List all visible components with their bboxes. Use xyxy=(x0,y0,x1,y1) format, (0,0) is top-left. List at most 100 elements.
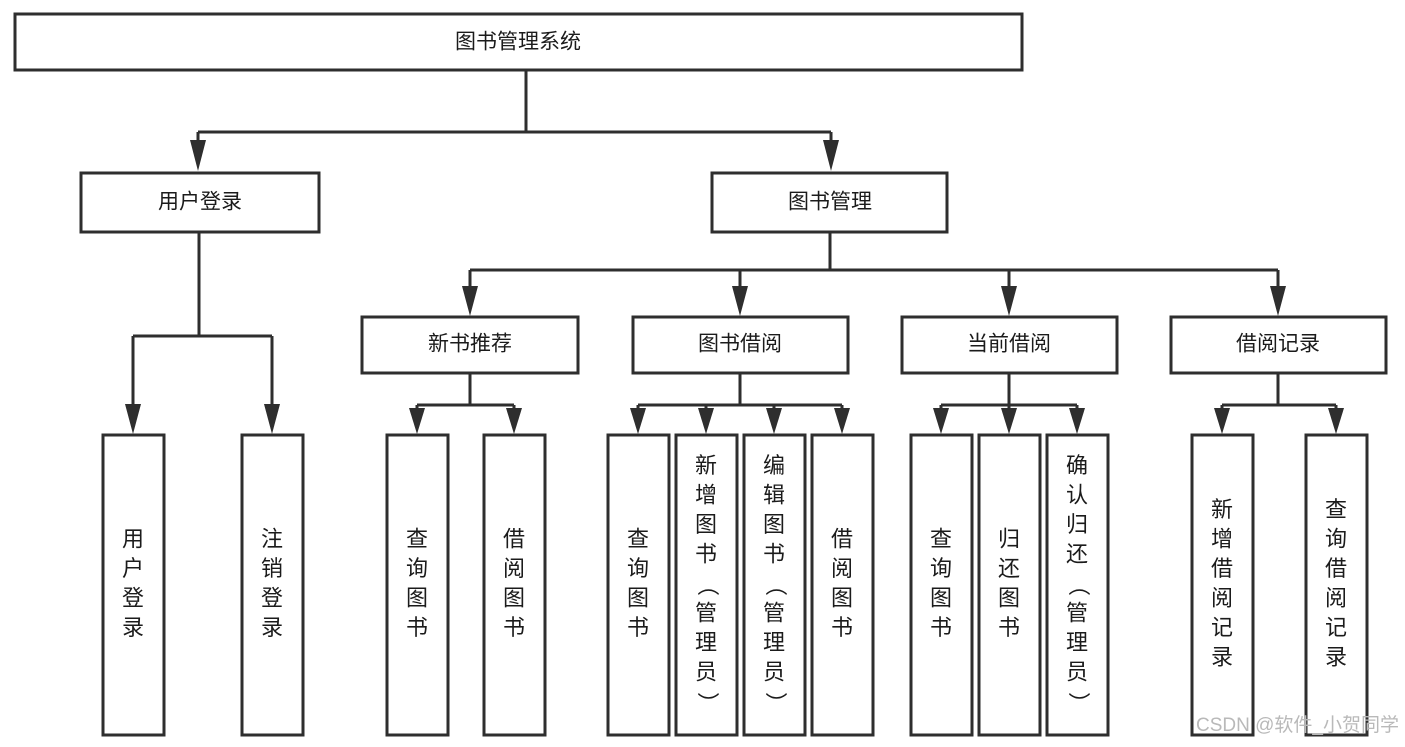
node-user-login[interactable]: 用户登录 xyxy=(79,171,321,234)
node-leaf-query-record-box[interactable] xyxy=(1304,433,1369,737)
vertical-label-char: 借 xyxy=(1325,556,1347,581)
node-leaf-query-book-2-box[interactable] xyxy=(606,433,671,737)
vertical-label-char: 借 xyxy=(831,527,853,552)
arrow-head-leaf-borrow-book-2 xyxy=(834,408,850,434)
node-book-borrow[interactable]: 图书借阅 xyxy=(631,315,850,375)
vertical-label-char: 书 xyxy=(930,615,952,640)
node-leaf-add-book-box[interactable] xyxy=(674,433,739,737)
arrow-head-new-book-recommend xyxy=(462,286,478,316)
vertical-label-char: 书 xyxy=(831,615,853,640)
node-leaf-return-book-box[interactable] xyxy=(977,433,1042,737)
vertical-label-char: 阅 xyxy=(503,556,525,581)
node-leaf-user-login-box[interactable] xyxy=(101,433,166,737)
node-new-book-recommend-label: 新书推荐 xyxy=(428,333,512,356)
vertical-label-char: 归 xyxy=(998,527,1020,552)
vertical-label-char: 阅 xyxy=(831,556,853,581)
node-book-borrow-box[interactable] xyxy=(631,315,850,375)
arrow-head-book-borrow xyxy=(732,286,748,316)
vertical-label-char: 录 xyxy=(1211,645,1233,670)
vertical-label-char: 新 xyxy=(695,453,717,478)
vertical-label-char: 登 xyxy=(261,586,283,611)
node-leaf-query-book-3-box[interactable] xyxy=(909,433,974,737)
vertical-label-char: 查 xyxy=(406,527,428,552)
node-root-box[interactable] xyxy=(13,12,1024,72)
node-borrow-record-label: 借阅记录 xyxy=(1236,333,1320,356)
vertical-label-char: 查 xyxy=(627,527,649,552)
vertical-label-char: 书 xyxy=(406,615,428,640)
vertical-label-char: 员 xyxy=(763,659,785,684)
vertical-label-char: 书 xyxy=(695,541,717,566)
node-leaf-user-login[interactable]: 用户登录 xyxy=(101,433,166,737)
vertical-label-char: 增 xyxy=(1211,527,1233,552)
vertical-label-char: 阅 xyxy=(1325,586,1347,611)
vertical-label-char: 询 xyxy=(627,556,649,581)
vertical-label-char: ） xyxy=(1066,692,1091,714)
arrow-head-leaf-confirm-return xyxy=(1069,408,1085,434)
arrow-head-leaf-query-book-1 xyxy=(409,408,425,434)
node-borrow-record[interactable]: 借阅记录 xyxy=(1169,315,1388,375)
vertical-label-char: 编 xyxy=(763,453,785,478)
vertical-label-char: 新 xyxy=(1211,497,1233,522)
node-current-borrow-box[interactable] xyxy=(900,315,1119,375)
node-leaf-query-book-1-box[interactable] xyxy=(385,433,450,737)
node-book-management-box[interactable] xyxy=(710,171,949,234)
arrow-head-leaf-borrow-book-1 xyxy=(506,408,522,434)
node-leaf-user-logout-box[interactable] xyxy=(240,433,305,737)
vertical-label-char: 理 xyxy=(695,630,717,655)
vertical-label-char: 用 xyxy=(122,527,144,552)
node-leaf-borrow-book-2-box[interactable] xyxy=(810,433,875,737)
node-user-login-label: 用户登录 xyxy=(158,191,242,214)
vertical-label-char: 阅 xyxy=(1211,586,1233,611)
vertical-label-char: 注 xyxy=(261,527,283,552)
vertical-label-char: 录 xyxy=(1325,645,1347,670)
vertical-label-char: 书 xyxy=(503,615,525,640)
arrow-head-leaf-add-book xyxy=(698,408,714,434)
vertical-label-char: 书 xyxy=(763,541,785,566)
node-leaf-edit-book-box[interactable] xyxy=(742,433,807,737)
node-book-borrow-label: 图书借阅 xyxy=(698,333,782,356)
node-root[interactable]: 图书管理系统 xyxy=(13,12,1024,72)
vertical-label-char: 查 xyxy=(1325,497,1347,522)
node-leaf-confirm-return-box[interactable] xyxy=(1045,433,1110,737)
vertical-label-char: 图 xyxy=(998,586,1020,611)
node-leaf-borrow-book-1-box[interactable] xyxy=(482,433,547,737)
node-leaf-add-record-box[interactable] xyxy=(1190,433,1255,737)
node-book-management-label: 图书管理 xyxy=(788,191,872,214)
node-new-book-recommend[interactable]: 新书推荐 xyxy=(360,315,580,375)
node-user-login-box[interactable] xyxy=(79,171,321,234)
connectors-layer xyxy=(125,70,1344,434)
vertical-label-char: 查 xyxy=(930,527,952,552)
vertical-label-char: 图 xyxy=(406,586,428,611)
vertical-label-char: 管 xyxy=(763,600,785,625)
node-new-book-recommend-box[interactable] xyxy=(360,315,580,375)
vertical-label-char: 书 xyxy=(627,615,649,640)
vertical-label-char: 图 xyxy=(503,586,525,611)
vertical-label-char: 增 xyxy=(695,482,717,507)
node-borrow-record-box[interactable] xyxy=(1169,315,1388,375)
arrow-head-leaf-return-book xyxy=(1001,408,1017,434)
vertical-label-char: 记 xyxy=(1325,615,1347,640)
arrow-head-current-borrow xyxy=(1001,286,1017,316)
vertical-label-char: （ xyxy=(763,574,788,596)
vertical-label-char: 还 xyxy=(1066,541,1088,566)
node-book-management[interactable]: 图书管理 xyxy=(710,171,949,234)
node-current-borrow[interactable]: 当前借阅 xyxy=(900,315,1119,375)
